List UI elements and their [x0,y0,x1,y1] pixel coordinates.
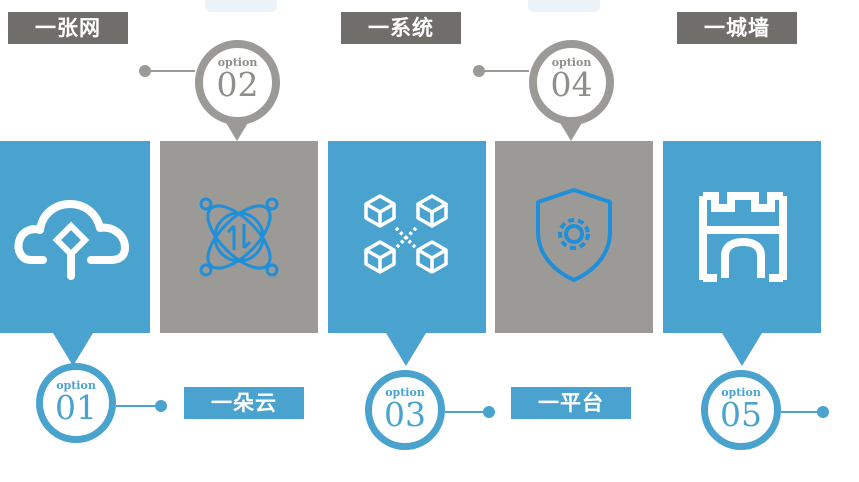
connector-dot [473,65,485,77]
top-decor-tab [205,0,277,12]
option-circle-03: option 03 [365,370,445,450]
label-item-4: 一平台 [511,387,631,419]
option-number: 04 [550,65,593,104]
option-number: 02 [216,65,259,104]
option-text: option [217,56,258,69]
option-number: 01 [55,388,97,427]
label-item-1: 一朵云 [184,387,304,419]
castle-wall-icon [699,192,787,282]
connector-line [781,411,821,413]
panel-item-4 [495,141,653,333]
option-circle-01: option 01 [36,363,116,443]
label-item-5: 一城墙 [677,12,797,44]
connector-line [445,411,487,413]
option-text: option [721,386,761,399]
option-text: option [551,56,592,69]
connector-line [116,405,158,407]
connector-dot [155,400,167,412]
option-circle-05: option 05 [701,370,781,450]
connector-line [150,70,195,72]
option-number: 03 [384,395,426,434]
connector-line [484,70,529,72]
label-item-3: 一系统 [341,12,461,44]
connector-dot [483,406,495,418]
cloud-icon [14,200,129,280]
option-number: 05 [720,395,762,434]
option-circle-02: option 02 [195,40,280,125]
option-text: option [385,386,425,399]
panel-item-5 [663,141,821,333]
top-decor-tab [528,0,600,12]
option-text: option [56,379,96,392]
connected-cubes-icon [364,194,448,274]
network-exchange-icon [199,197,279,277]
shield-gear-icon [536,188,612,282]
option-circle-04: option 04 [529,40,614,125]
label-item-2: 一张网 [8,12,128,44]
connector-dot [817,406,829,418]
panel-item-2 [160,141,318,333]
connector-dot [139,65,151,77]
